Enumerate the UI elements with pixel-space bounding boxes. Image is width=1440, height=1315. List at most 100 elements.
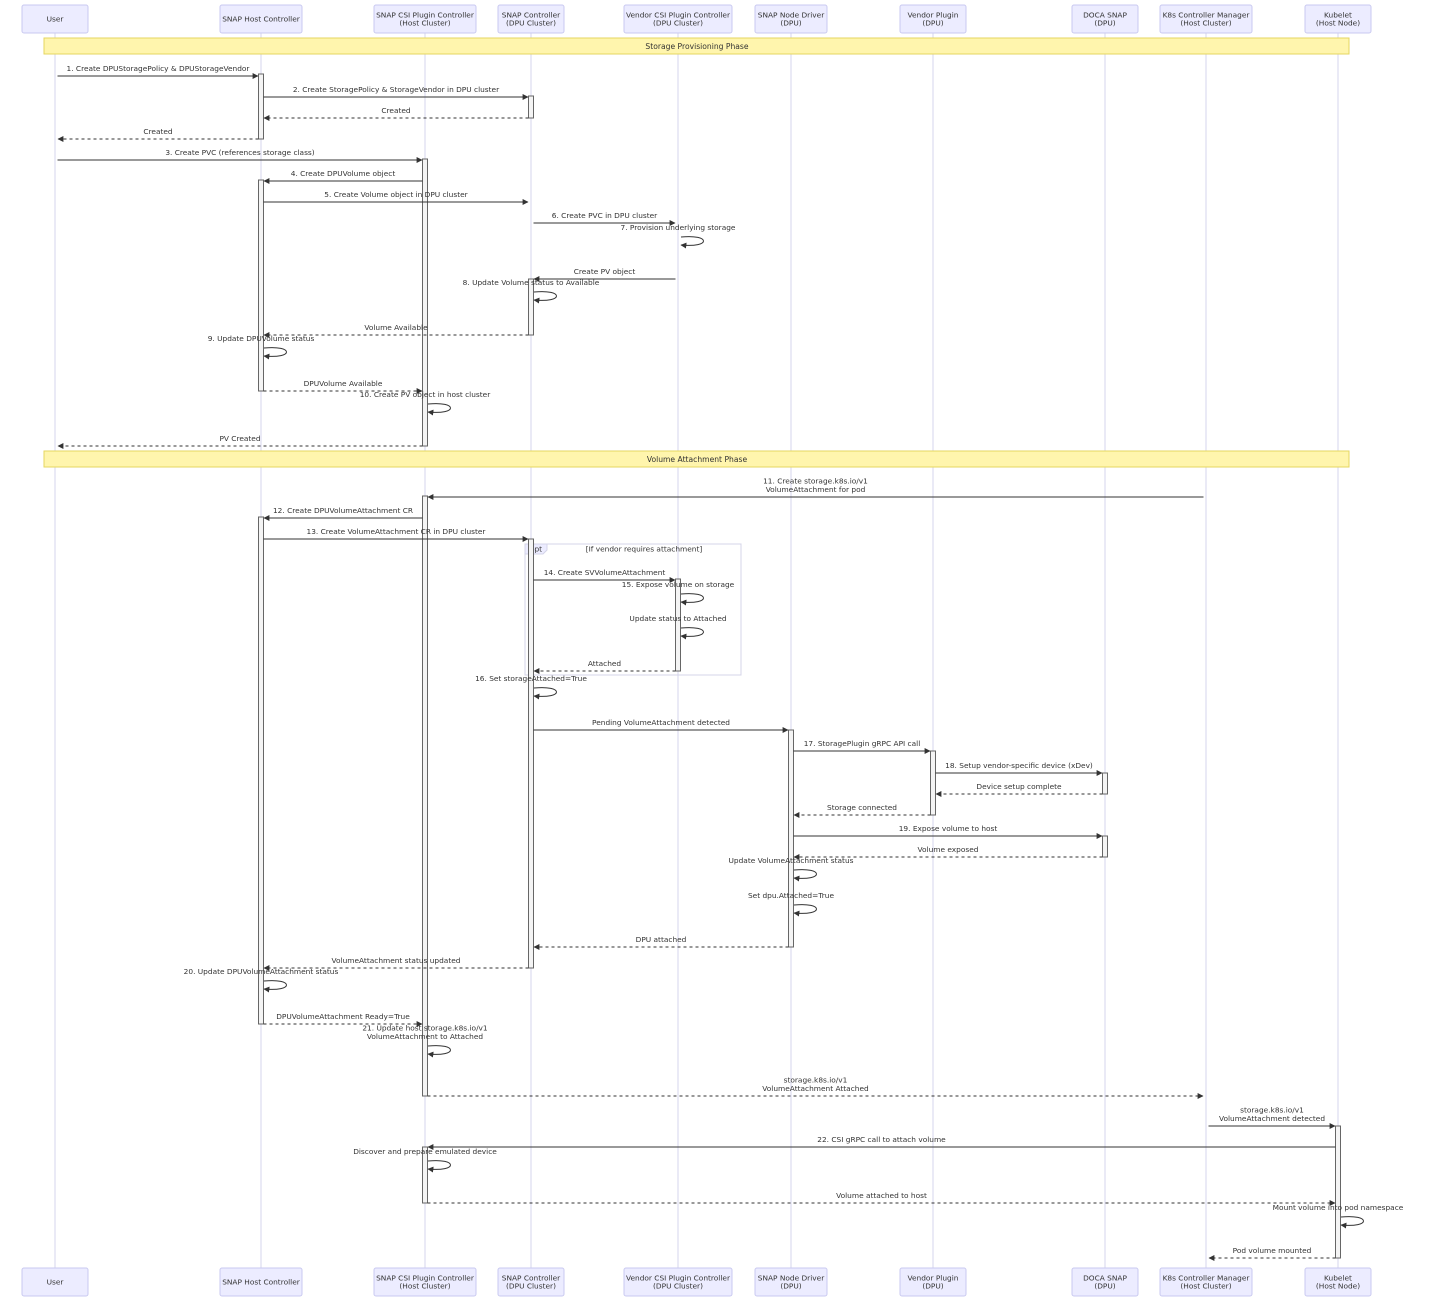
message-44: Mount volume into pod namespace [1273, 1203, 1404, 1229]
actor-label: SNAP Node Driver [758, 1274, 825, 1283]
message-18: 12. Create DPUVolumeAttachment CR [263, 506, 423, 521]
actor-box [373, 4, 477, 34]
message-label: Update status to Attached [629, 614, 726, 623]
actor-nd-bottom: SNAP Node Driver(DPU) [754, 1267, 828, 1297]
activation-bar-snapc [528, 538, 534, 969]
activation-bar-shc [258, 516, 264, 1025]
actor-label: (DPU Cluster) [506, 19, 556, 28]
message-22: Update status to Attached [629, 614, 727, 640]
actor-box [497, 4, 565, 34]
actor-doca-top: DOCA SNAP(DPU) [1071, 4, 1139, 34]
message-20: 14. Create SVVolumeAttachment [533, 568, 676, 583]
message-6: 4. Create DPUVolume object [263, 169, 423, 184]
activation-bar-snapc [528, 278, 534, 336]
phase-label: Volume Attachment Phase [647, 455, 748, 464]
actor-label: SNAP Host Controller [222, 15, 301, 24]
actor-label: (DPU) [780, 19, 801, 28]
self-message-arrow [263, 980, 287, 993]
message-2: 2. Create StoragePolicy & StorageVendor … [263, 85, 529, 100]
activation-bar-csih [422, 1146, 428, 1204]
message-label: 3. Create PVC (references storage class) [165, 148, 314, 157]
message-23: Attached [533, 659, 676, 674]
actor-label: SNAP Controller [502, 11, 561, 20]
actor-label: Kubelet [1324, 1274, 1352, 1283]
message-24: 16. Set storageAttached=True [475, 674, 587, 700]
self-message-arrow [263, 347, 287, 360]
self-message-arrow [793, 904, 817, 917]
message-label: DPUVolume Available [304, 379, 383, 388]
message-11: 8. Update Volume status to Available [463, 278, 600, 304]
message-37: DPUVolumeAttachment Ready=True [263, 1012, 423, 1027]
message-label: 8. Update Volume status to Available [463, 278, 600, 287]
actor-snapc-top: SNAP Controller(DPU Cluster) [497, 4, 565, 34]
activation-bar-doca [1102, 772, 1108, 795]
activation-bar-csih [422, 495, 428, 1097]
message-38: 21. Update host storage.k8s.io/v1VolumeA… [362, 1024, 488, 1058]
actor-label: SNAP Node Driver [758, 11, 825, 20]
self-message-arrow [427, 1045, 451, 1058]
actor-kubelet-top: Kubelet(Host Node) [1304, 4, 1372, 34]
actor-shc-top: SNAP Host Controller [219, 4, 303, 34]
message-label: Mount volume into pod namespace [1273, 1203, 1404, 1212]
message-29: Storage connected [793, 803, 931, 818]
actor-box [899, 1267, 967, 1297]
message-36: 20. Update DPUVolumeAttachment status [184, 967, 338, 993]
actor-label: (Host Cluster) [1180, 1282, 1231, 1291]
message-label: 16. Set storageAttached=True [475, 674, 587, 683]
actor-snapc-bottom: SNAP Controller(DPU Cluster) [497, 1267, 565, 1297]
actor-box [497, 1267, 565, 1297]
activation-bar-kubelet [1335, 1125, 1341, 1259]
activation-bar-shc [258, 179, 264, 392]
message-label: Set dpu.Attached=True [748, 891, 834, 900]
actor-label: (DPU) [1094, 19, 1115, 28]
actor-k8s-top: K8s Controller Manager(Host Cluster) [1159, 4, 1253, 34]
actor-user-bottom: User [21, 1267, 89, 1297]
actor-label: SNAP Controller [502, 1274, 561, 1283]
message-label: Pod volume mounted [1233, 1246, 1312, 1255]
actor-box [1071, 1267, 1139, 1297]
actor-box [1159, 1267, 1253, 1297]
phase-label: Storage Provisioning Phase [645, 42, 748, 51]
actor-k8s-bottom: K8s Controller Manager(Host Cluster) [1159, 1267, 1253, 1297]
actor-label: Vendor Plugin [908, 11, 959, 20]
actor-box [1304, 1267, 1372, 1297]
actor-label: Kubelet [1324, 11, 1352, 20]
actor-vcsi-bottom: Vendor CSI Plugin Controller(DPU Cluster… [623, 1267, 733, 1297]
message-35: VolumeAttachment status updated [263, 956, 529, 971]
actor-label: (DPU Cluster) [653, 1282, 703, 1291]
message-28: Device setup complete [935, 782, 1103, 797]
message-label: 14. Create SVVolumeAttachment [544, 568, 666, 577]
message-45: Pod volume mounted [1208, 1246, 1336, 1261]
message-label: Pending VolumeAttachment detected [592, 718, 730, 727]
message-label: 18. Setup vendor-specific device (xDev) [945, 761, 1093, 770]
message-4: Created [57, 127, 259, 142]
message-25: Pending VolumeAttachment detected [533, 718, 789, 733]
message-label: 12. Create DPUVolumeAttachment CR [273, 506, 413, 515]
message-32: Update VolumeAttachment status [729, 856, 854, 882]
message-label: storage.k8s.io/v1 [784, 1076, 848, 1085]
self-message-arrow [680, 236, 704, 249]
message-27: 18. Setup vendor-specific device (xDev) [935, 761, 1103, 776]
actor-label: SNAP Host Controller [222, 1278, 301, 1287]
message-5: 3. Create PVC (references storage class) [57, 148, 423, 163]
activation-bar-doca [1102, 835, 1108, 858]
message-label: 11. Create storage.k8s.io/v1 [763, 477, 868, 486]
actor-label: Vendor CSI Plugin Controller [626, 1274, 731, 1283]
message-label: 19. Expose volume to host [899, 824, 998, 833]
actor-box [623, 1267, 733, 1297]
actor-label: (DPU Cluster) [653, 19, 703, 28]
actor-label: (DPU Cluster) [506, 1282, 556, 1291]
actor-box [373, 1267, 477, 1297]
opt-frame [524, 543, 742, 676]
actor-label: User [47, 1278, 65, 1287]
message-1: 1. Create DPUStoragePolicy & DPUStorageV… [57, 64, 259, 79]
activation-bar-shc [258, 73, 264, 140]
actor-box [1071, 4, 1139, 34]
message-label: 22. CSI gRPC call to attach volume [817, 1135, 946, 1144]
actor-box [219, 1267, 303, 1297]
phase-box [43, 37, 1350, 55]
phase-banner: Volume Attachment Phase [43, 450, 1350, 468]
actor-nd-top: SNAP Node Driver(DPU) [754, 4, 828, 34]
message-label: 6. Create PVC in DPU cluster [552, 211, 658, 220]
